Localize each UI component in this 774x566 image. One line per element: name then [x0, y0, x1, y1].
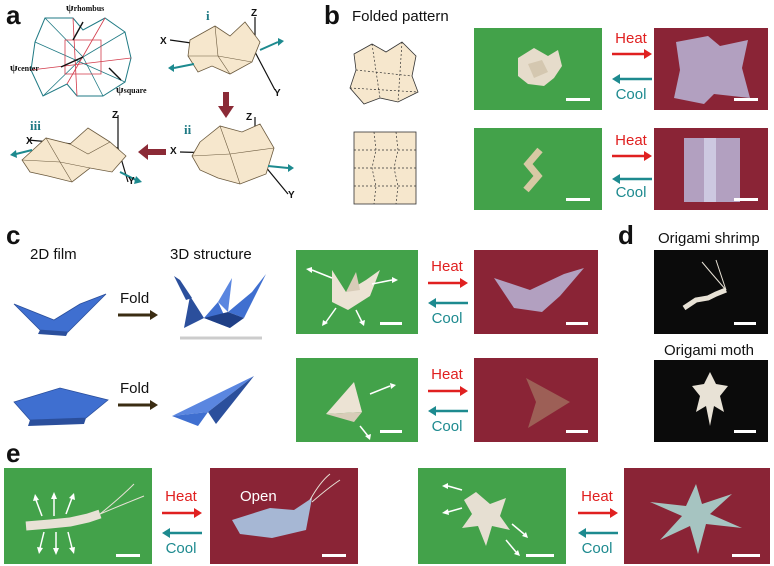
origami-crane-3d	[174, 274, 266, 340]
fold-arrow-2	[118, 400, 158, 410]
psi-square-label: ψsquare	[116, 84, 147, 96]
step-ii-label: ii	[184, 122, 192, 137]
panel-label-e: e	[6, 438, 21, 468]
photo-origami-moth	[654, 360, 768, 442]
photo-flat-zigzag	[654, 128, 768, 210]
cool-arrow-b2	[612, 174, 652, 184]
heat-arrow-e1	[162, 508, 202, 518]
crease-pattern-diagram	[30, 17, 132, 97]
step-iii-axis-z: Z	[112, 110, 119, 121]
cool-arrow-b1	[612, 74, 652, 84]
film-2d-label: 2D film	[30, 246, 77, 263]
cool-arrow-c2	[428, 406, 468, 416]
origami-shrimp-label: Origami shrimp	[658, 230, 760, 247]
step-ii-axis-y: Y	[288, 190, 295, 201]
cool-label-c2: Cool	[431, 418, 463, 435]
photo-folded-zigzag	[474, 128, 602, 210]
heat-arrow-c2	[428, 386, 468, 396]
panel-label-d: d	[618, 220, 634, 250]
cool-arrow-c1	[428, 298, 468, 308]
heat-label-c2: Heat	[431, 366, 463, 383]
scale-bar	[566, 322, 588, 325]
photo-moth-folded	[418, 468, 566, 564]
scale-bar	[566, 98, 590, 101]
fold-label-2: Fold	[120, 380, 150, 397]
scale-bar	[734, 198, 758, 201]
step-ii-axis-x: X	[170, 146, 177, 157]
panel-label-a: a	[6, 0, 21, 30]
cool-label-b2: Cool	[615, 184, 647, 201]
photo-shrimp-folded	[4, 468, 152, 564]
step-i-axis-x: X	[160, 36, 167, 47]
scale-bar	[116, 554, 140, 557]
cool-label-c1: Cool	[431, 310, 463, 327]
scale-bar	[566, 430, 588, 433]
cool-label-e1: Cool	[165, 540, 197, 557]
open-label: Open	[240, 488, 277, 505]
cool-arrow-e1	[162, 528, 202, 538]
photo-origami-plane	[296, 358, 418, 442]
fold-label-1: Fold	[120, 290, 150, 307]
photo-shrimp-open: Open	[210, 468, 358, 564]
psi-rhombus-label: ψrhombus	[66, 2, 105, 14]
photo-flat-crane	[474, 250, 598, 334]
cool-arrow-e2	[578, 528, 618, 538]
heat-label-b2: Heat	[615, 132, 647, 149]
flat-film-plane-shape	[13, 387, 109, 426]
step-iii-axis-y: Y	[128, 176, 135, 187]
heat-arrow-c1	[428, 278, 468, 288]
step-i-label: i	[206, 8, 210, 23]
photo-flat-plane	[474, 358, 598, 442]
photo-origami-crane	[296, 250, 418, 334]
scale-bar	[734, 322, 756, 325]
cool-label-e2: Cool	[581, 540, 613, 557]
folded-pattern-title: Folded pattern	[352, 8, 449, 25]
scale-bar	[380, 322, 402, 325]
photo-moth-open	[624, 468, 770, 564]
scale-bar	[380, 430, 402, 433]
flat-film-crane-shape	[13, 293, 107, 336]
scale-bar	[732, 554, 760, 557]
photo-origami-shrimp	[654, 250, 768, 334]
step-i-axis-z: Z	[251, 8, 258, 19]
heat-label-e1: Heat	[165, 488, 197, 505]
photo-flat-pinwheel	[654, 28, 768, 110]
folding-step-ii-diagram	[179, 117, 294, 195]
heat-label-b1: Heat	[615, 30, 647, 47]
structure-3d-label: 3D structure	[170, 246, 252, 263]
scale-bar	[734, 430, 756, 433]
step-arrow-down	[218, 92, 234, 118]
fold-arrow-1	[118, 310, 158, 320]
heat-arrow-b1	[612, 49, 652, 59]
step-arrow-left	[138, 144, 166, 160]
step-iii-label: iii	[30, 118, 41, 133]
scale-bar	[734, 98, 758, 101]
panel-label-c: c	[6, 220, 21, 250]
psi-center-label: ψcenter	[10, 62, 39, 74]
photo-folded-pinwheel	[474, 28, 602, 110]
folded-pattern-diagram-2	[353, 131, 417, 205]
scale-bar	[526, 554, 554, 557]
origami-moth-label: Origami moth	[664, 342, 755, 359]
heat-label-e2: Heat	[581, 488, 613, 505]
folding-step-iii-diagram	[10, 115, 142, 184]
step-iii-axis-x: X	[26, 136, 33, 147]
panel-label-b: b	[324, 0, 340, 30]
step-i-axis-y: Y	[274, 88, 281, 99]
heat-label-c1: Heat	[431, 258, 463, 275]
scale-bar	[566, 198, 590, 201]
cool-label-b1: Cool	[615, 86, 647, 103]
folding-step-i-diagram	[168, 17, 284, 91]
folded-pattern-diagram-1	[349, 41, 419, 105]
origami-plane-3d	[172, 376, 254, 426]
scale-bar	[322, 554, 346, 557]
heat-arrow-e2	[578, 508, 618, 518]
heat-arrow-b2	[612, 151, 652, 161]
step-ii-axis-z: Z	[246, 112, 253, 123]
